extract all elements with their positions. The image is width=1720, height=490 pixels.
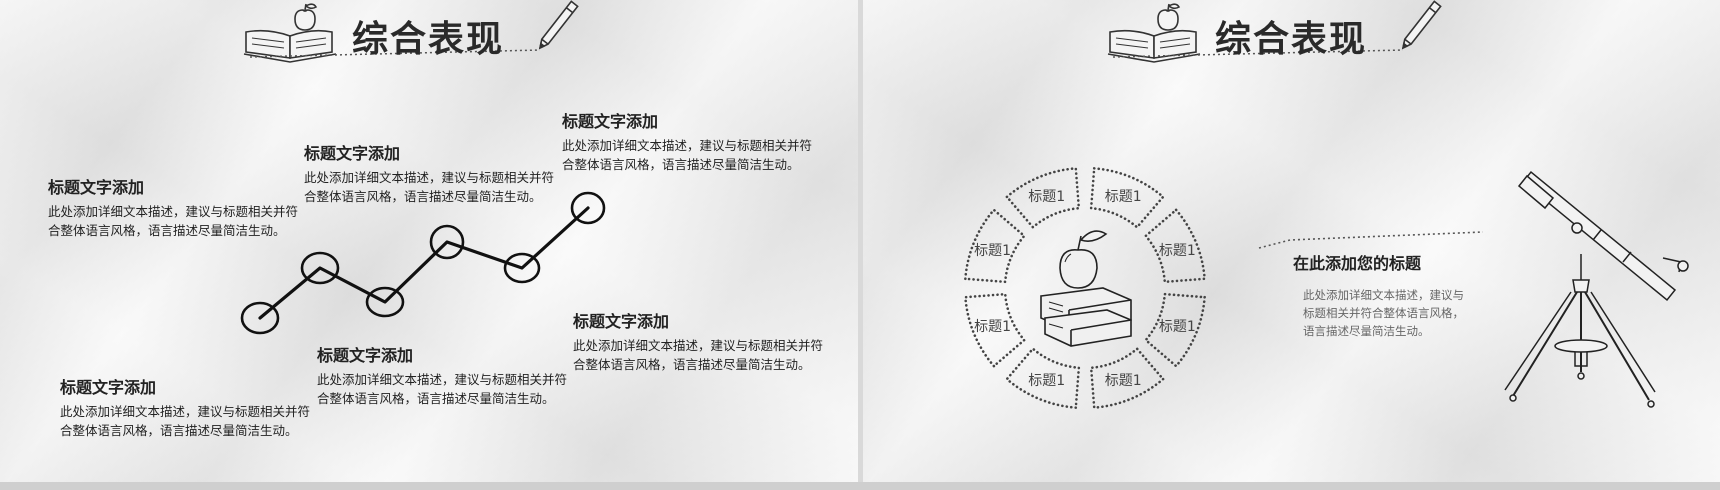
text-block-heading: 标题文字添加 [317,346,414,365]
node-circle-1 [240,301,280,335]
node-circle-6 [570,191,606,225]
text-block-1: 标题文字添加 此处添加详细文本描述，建议与标题相关并符合整体语言风格，语言描述尽… [48,174,298,240]
text-block-desc: 此处添加详细文本描述，建议与标题相关并符合整体语言风格，语言描述尽量简洁生动。 [317,372,568,406]
ring-segment-label: 标题1 [1028,373,1066,390]
ring-segment-label: 标题1 [1104,188,1142,205]
telescope-icon [1504,170,1689,408]
apple-icon [294,3,318,31]
ring-segment-label: 标题1 [1104,373,1142,390]
books-apple-icon [1040,230,1132,347]
ring-segment-1 [1005,166,1081,230]
text-block-2: 标题文字添加 此处添加详细文本描述，建议与标题相关并符合整体语言风格，语言描述尽… [304,140,554,206]
text-block-4: 标题文字添加 此处添加详细文本描述，建议与标题相关并符合整体语言风格，语言描述尽… [60,374,310,440]
text-block-heading: 标题文字添加 [60,378,157,397]
header-decoration [243,0,579,63]
pencil-icon [538,0,579,50]
text-block-desc: 此处添加详细文本描述，建议与标题相关并符合整体语言风格，语言描述尽量简洁生动。 [573,338,824,372]
header-decoration [1107,0,1442,63]
text-block-heading: 标题文字添加 [304,144,401,163]
ring-segment-label: 标题1 [1158,242,1196,259]
ring-segment-6 [1005,346,1081,410]
text-block-desc: 此处添加详细文本描述，建议与标题相关并符合整体语言风格，语言描述尽量简洁生动。 [562,138,813,172]
open-book-icon [243,29,337,63]
callout-connector [1258,231,1484,249]
pencil-icon [1401,0,1442,50]
bottom-bar [0,482,1720,490]
apple-icon [1157,3,1181,31]
text-block-desc: 此处添加详细文本描述，建议与标题相关并符合整体语言风格，语言描述尽量简洁生动。 [48,204,299,238]
ring-segment-5 [1089,346,1165,410]
title-underline [1112,49,1404,58]
ring-segment-4 [1143,292,1207,368]
text-block-desc: 此处添加详细文本描述，建议与标题相关并符合整体语言风格，语言描述尽量简洁生动。 [60,404,311,438]
text-block-5: 标题文字添加 此处添加详细文本描述，建议与标题相关并符合整体语言风格，语言描述尽… [317,342,567,408]
title-underline [249,49,541,58]
text-block-heading: 标题文字添加 [562,112,659,131]
ring-segment-label: 标题1 [1028,188,1066,205]
ring-segment-label: 标题1 [1158,319,1196,336]
segment-ring [963,166,1689,410]
zigzag-connector [240,191,606,335]
ring-segment-label: 标题1 [974,319,1012,336]
node-circle-2 [300,251,340,285]
slide-right: 综合表现 [863,0,1720,482]
text-block-6: 标题文字添加 此处添加详细文本描述，建议与标题相关并符合整体语言风格，语言描述尽… [573,308,823,374]
ring-segment-2 [1089,166,1165,230]
node-circle-5 [503,252,541,284]
slide-left: 综合表现 标题文字添加 此处添加详细文本描述，建议与标题相关并符合整体语言风格，… [0,0,858,482]
node-circle-3 [365,286,405,318]
ring-segment-3 [1143,208,1207,284]
page-title: 综合表现 [1215,19,1368,60]
page-title: 综合表现 [352,19,505,60]
text-block-3: 标题文字添加 此处添加详细文本描述，建议与标题相关并符合整体语言风格，语言描述尽… [562,108,812,174]
ring-segment-8 [963,208,1027,284]
callout-description: 此处添加详细文本描述，建议与标题相关并符合整体语言风格，语言描述尽量简洁生动。 [1303,288,1464,338]
text-block-heading: 标题文字添加 [573,312,670,331]
text-block-desc: 此处添加详细文本描述，建议与标题相关并符合整体语言风格，语言描述尽量简洁生动。 [304,170,555,204]
ring-segment-label: 标题1 [974,242,1012,259]
ring-segment-7 [963,292,1027,368]
node-circle-4 [429,224,465,260]
open-book-icon [1107,29,1201,63]
callout-heading: 在此添加您的标题 [1293,254,1422,273]
text-block-heading: 标题文字添加 [48,178,145,197]
